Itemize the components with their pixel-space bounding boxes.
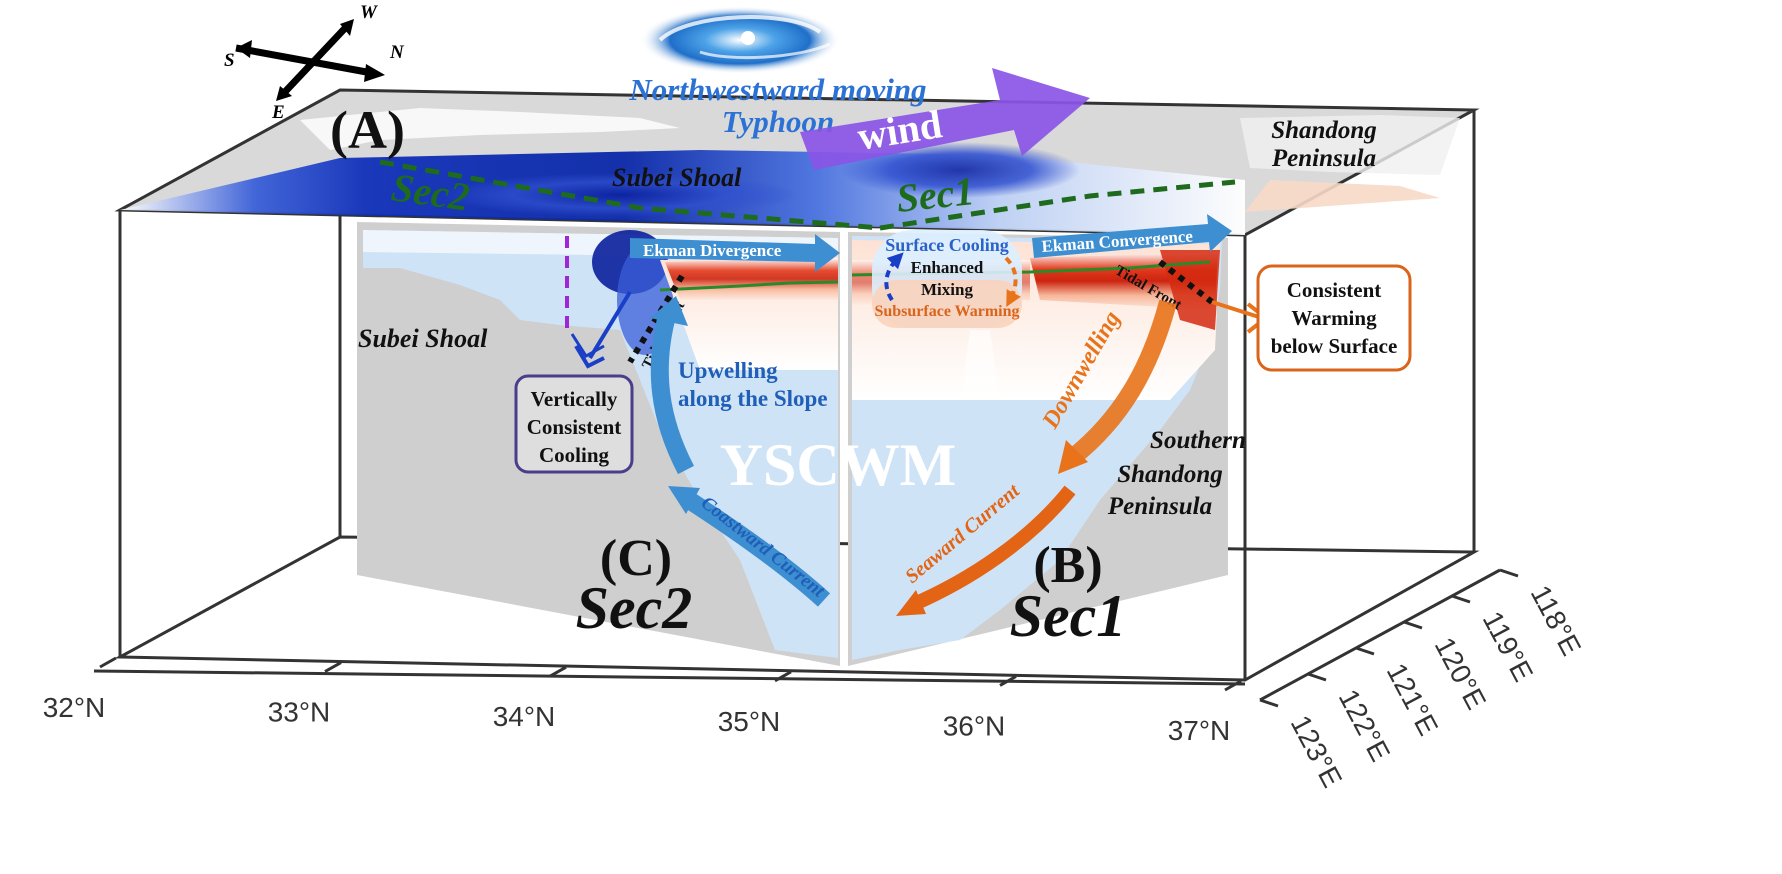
southern-shandong-line3: Peninsula bbox=[1107, 493, 1212, 520]
lon-tick-label: 120°E bbox=[1429, 632, 1492, 714]
vertical-cooling-line1: Vertically bbox=[531, 387, 618, 411]
box-frame bbox=[114, 90, 1480, 682]
lat-tick-label: 34°N bbox=[493, 701, 556, 732]
subei-shoal-section-label: Subei Shoal bbox=[358, 324, 488, 353]
vertical-cooling-line2: Consistent bbox=[527, 415, 622, 439]
typhoon-icon bbox=[640, 6, 840, 74]
southern-shandong-line1: Southern bbox=[1150, 427, 1246, 454]
lon-tick-label: 118°E bbox=[1525, 580, 1587, 660]
compass-south-label: S bbox=[224, 50, 235, 71]
ekman-divergence-arrow bbox=[630, 234, 840, 272]
southern-shandong-line2: Shandong bbox=[1117, 461, 1223, 488]
lat-tick-mark bbox=[324, 661, 342, 673]
yscwm-label: YSCWM bbox=[720, 432, 957, 498]
cooling-down-arrow bbox=[570, 290, 632, 369]
consistent-warming-line1: Consistent bbox=[1287, 278, 1382, 302]
lon-tick-mark bbox=[1403, 620, 1423, 630]
lon-tick-mark bbox=[1355, 646, 1375, 656]
lon-tick-mark bbox=[1307, 672, 1327, 682]
lon-tick-label: 119°E bbox=[1477, 606, 1539, 686]
compass: S N W E bbox=[224, 2, 405, 123]
seaward-current-arrow bbox=[896, 485, 1076, 616]
panel-b-sec1-label: Sec1 bbox=[1010, 583, 1127, 649]
ekman-divergence-label: Ekman Divergence bbox=[643, 241, 782, 260]
sec2-line bbox=[379, 159, 881, 231]
mixing-bubble bbox=[872, 230, 1022, 328]
compass-west-label: W bbox=[360, 2, 378, 23]
lon-tick-label: 121°E bbox=[1381, 658, 1444, 740]
lon-tick-mark bbox=[1499, 568, 1519, 578]
upwelling-line2: along the Slope bbox=[678, 386, 828, 411]
compass-ew-bar bbox=[279, 22, 351, 98]
lat-axis-line bbox=[93, 669, 1246, 686]
enhanced-mixing-line1: Enhanced bbox=[911, 258, 984, 277]
lon-tick-label: 123°E bbox=[1285, 710, 1348, 792]
upwelling-line1: Upwelling bbox=[678, 358, 778, 383]
surface-map-a bbox=[114, 88, 1480, 237]
ekman-convergence-arrow bbox=[1032, 214, 1232, 258]
surface-cooling-core bbox=[840, 142, 1080, 198]
vertical-cooling-box: Vertically Consistent Cooling bbox=[514, 374, 634, 474]
enhanced-mixing-line2: Mixing bbox=[921, 280, 973, 299]
sec1-line bbox=[879, 179, 1236, 231]
section-b-panel bbox=[848, 232, 1228, 666]
vertical-cooling-line3: Cooling bbox=[539, 443, 610, 467]
lat-tick-label: 33°N bbox=[268, 697, 331, 728]
downwelling-arrow bbox=[1058, 299, 1177, 474]
panel-b-label: (B) bbox=[1033, 537, 1102, 594]
sec1-surface-label: Sec1 bbox=[894, 168, 976, 221]
lat-tick-label: 37°N bbox=[1168, 715, 1231, 746]
wind-arrow bbox=[800, 68, 1090, 170]
lon-tick-mark bbox=[1259, 698, 1279, 708]
typhoon-label-line1: Northwestward moving bbox=[628, 72, 926, 107]
lat-tick-label: 36°N bbox=[943, 710, 1006, 741]
consistent-warming-line2: Warming bbox=[1291, 306, 1377, 330]
lat-tick-label: 35°N bbox=[718, 706, 781, 737]
lat-tick-label: 32°N bbox=[43, 692, 106, 723]
shandong-peninsula-line1: Shandong bbox=[1271, 117, 1377, 144]
panel-c-sec2-label: Sec2 bbox=[576, 575, 693, 641]
surface-cooling-label: Surface Cooling bbox=[885, 235, 1009, 255]
consistent-warming-box: Consistent Warming below Surface bbox=[1256, 264, 1412, 372]
subsurface-warming-label: Subsurface Warming bbox=[874, 303, 1019, 320]
compass-north-label: N bbox=[389, 42, 405, 63]
compass-east-label: E bbox=[271, 102, 285, 123]
sec2-surface-label: Sec2 bbox=[389, 164, 472, 219]
shandong-peninsula-line2: Peninsula bbox=[1271, 145, 1376, 172]
lon-axis-line bbox=[1259, 568, 1501, 702]
panel-a-label: (A) bbox=[330, 100, 405, 160]
upwelling-arrow bbox=[650, 296, 694, 475]
lon-tick-label: 122°E bbox=[1333, 684, 1396, 766]
coastward-current-arrow bbox=[668, 486, 831, 607]
compass-ns-bar bbox=[235, 44, 373, 77]
latitude-axis: 32°N 33°N 34°N 35°N 36°N 37°N bbox=[43, 656, 1246, 746]
panel-c-label: (C) bbox=[600, 530, 672, 587]
subei-shoal-surface-label: Subei Shoal bbox=[612, 163, 742, 192]
consistent-warming-line3: below Surface bbox=[1271, 334, 1398, 358]
lon-tick-mark bbox=[1451, 594, 1471, 604]
lat-tick-mark bbox=[99, 656, 117, 669]
